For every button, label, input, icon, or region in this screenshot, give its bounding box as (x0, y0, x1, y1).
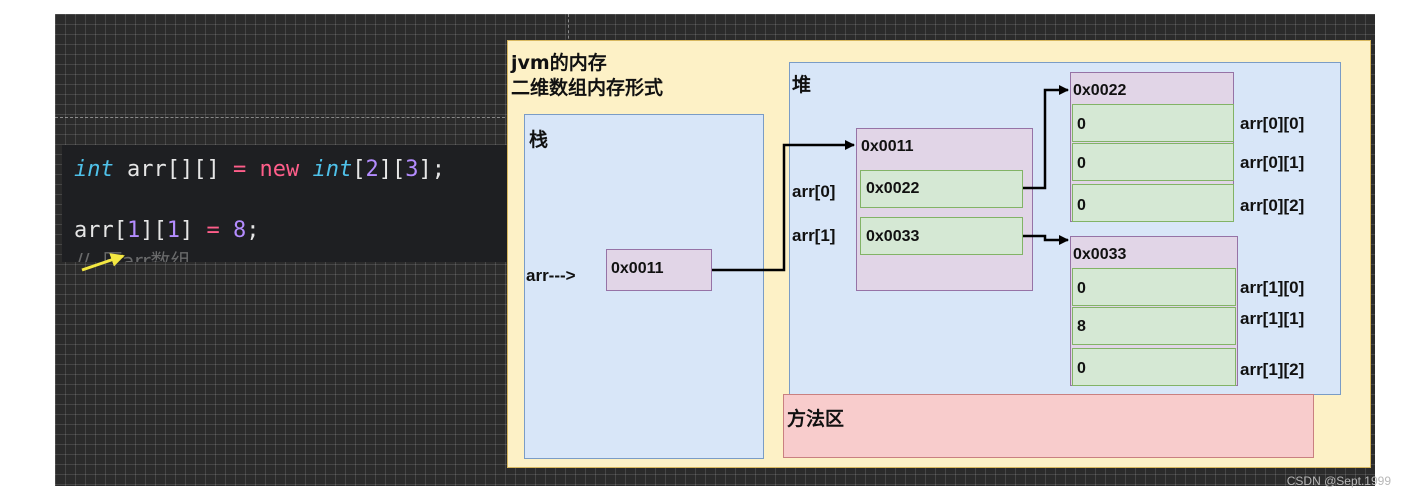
inner-array-cell-value: 0 (1077, 197, 1086, 214)
code-line-1: int arr[][] = new int[2][3]; (74, 157, 445, 182)
inner-array-cell-label: arr[1][0] (1240, 278, 1305, 297)
credit-watermark: CSDN @Sept.1999 (1286, 474, 1391, 488)
heap-label: 堆 (792, 74, 812, 96)
inner-array-cell (1072, 307, 1236, 345)
inner-array-cell-value: 0 (1077, 360, 1086, 377)
guide-line-horizontal (55, 117, 515, 118)
inner-array-cell-label: arr[1][1] (1240, 309, 1305, 328)
code-token-new: new (246, 157, 313, 182)
inner-array-address: 0x0022 (1073, 82, 1127, 99)
inner-array-address: 0x0033 (1073, 246, 1127, 263)
code-token: arr[ (74, 218, 127, 243)
code-token-op: = (206, 218, 220, 243)
code-snippet: int arr[][] = new int[2][3]; arr[1][1] =… (62, 145, 508, 262)
code-line-2: arr[1][1] = 8; (74, 218, 259, 243)
inner-array-cell-label: arr[0][2] (1240, 196, 1305, 215)
code-token: ; (246, 218, 260, 243)
method-area-region (783, 394, 1314, 458)
method-area-label: 方法区 (787, 408, 845, 430)
code-token-op: = (232, 157, 247, 182)
outer-array-cell (860, 170, 1023, 208)
code-token-number: 8 (232, 218, 247, 243)
inner-array-cell (1072, 184, 1234, 222)
code-token-name: arr[][] (113, 157, 233, 182)
inner-array-cell-label: arr[0][1] (1240, 153, 1305, 172)
inner-array-cell-value: 0 (1077, 155, 1086, 172)
inner-array-cell (1072, 143, 1234, 181)
code-token-number: 2 (365, 157, 379, 182)
outer-array-cell-label: arr[1] (792, 226, 836, 245)
outer-array-cell-label: arr[0] (792, 182, 836, 201)
code-token-bracket: [ (352, 157, 366, 182)
inner-array-cell (1072, 104, 1234, 142)
diagram-title: jvm的内存 (511, 52, 607, 74)
inner-array-cell-label: arr[0][0] (1240, 114, 1305, 133)
outer-array-cell-value: 0x0033 (866, 228, 920, 245)
stack-var-cell (606, 249, 712, 291)
code-token: ] (179, 218, 207, 243)
outer-array-block (856, 128, 1033, 291)
code-token-bracket: ]; (418, 157, 445, 182)
outer-array-address: 0x0011 (861, 138, 914, 155)
outer-array-cell (860, 217, 1023, 255)
outer-array-cell-value: 0x0022 (866, 180, 920, 197)
stack-var-label: arr---> (526, 266, 576, 285)
stack-var-value: 0x0011 (611, 260, 664, 277)
inner-array-cell-label: arr[1][2] (1240, 360, 1305, 379)
code-token-number: 1 (166, 218, 180, 243)
code-token (220, 218, 233, 243)
code-token-number: 1 (126, 218, 141, 243)
code-token: ][ (140, 218, 167, 243)
code-token-type: int (312, 157, 353, 182)
diagram-subtitle: 二维数组内存形式 (511, 77, 664, 99)
guide-line-vertical (568, 14, 569, 44)
code-token-type: int (74, 157, 114, 182)
inner-array-cell-value: 0 (1077, 116, 1086, 133)
code-comment-hint: // 压arr数组 (76, 249, 191, 262)
inner-array-cell-value: 0 (1077, 280, 1086, 297)
code-token-number: 3 (405, 157, 419, 182)
code-token-bracket: ][ (378, 157, 406, 182)
inner-array-cell (1072, 268, 1236, 306)
stack-label: 栈 (529, 129, 549, 151)
inner-array-cell (1072, 348, 1236, 386)
inner-array-cell-value: 8 (1077, 318, 1086, 335)
